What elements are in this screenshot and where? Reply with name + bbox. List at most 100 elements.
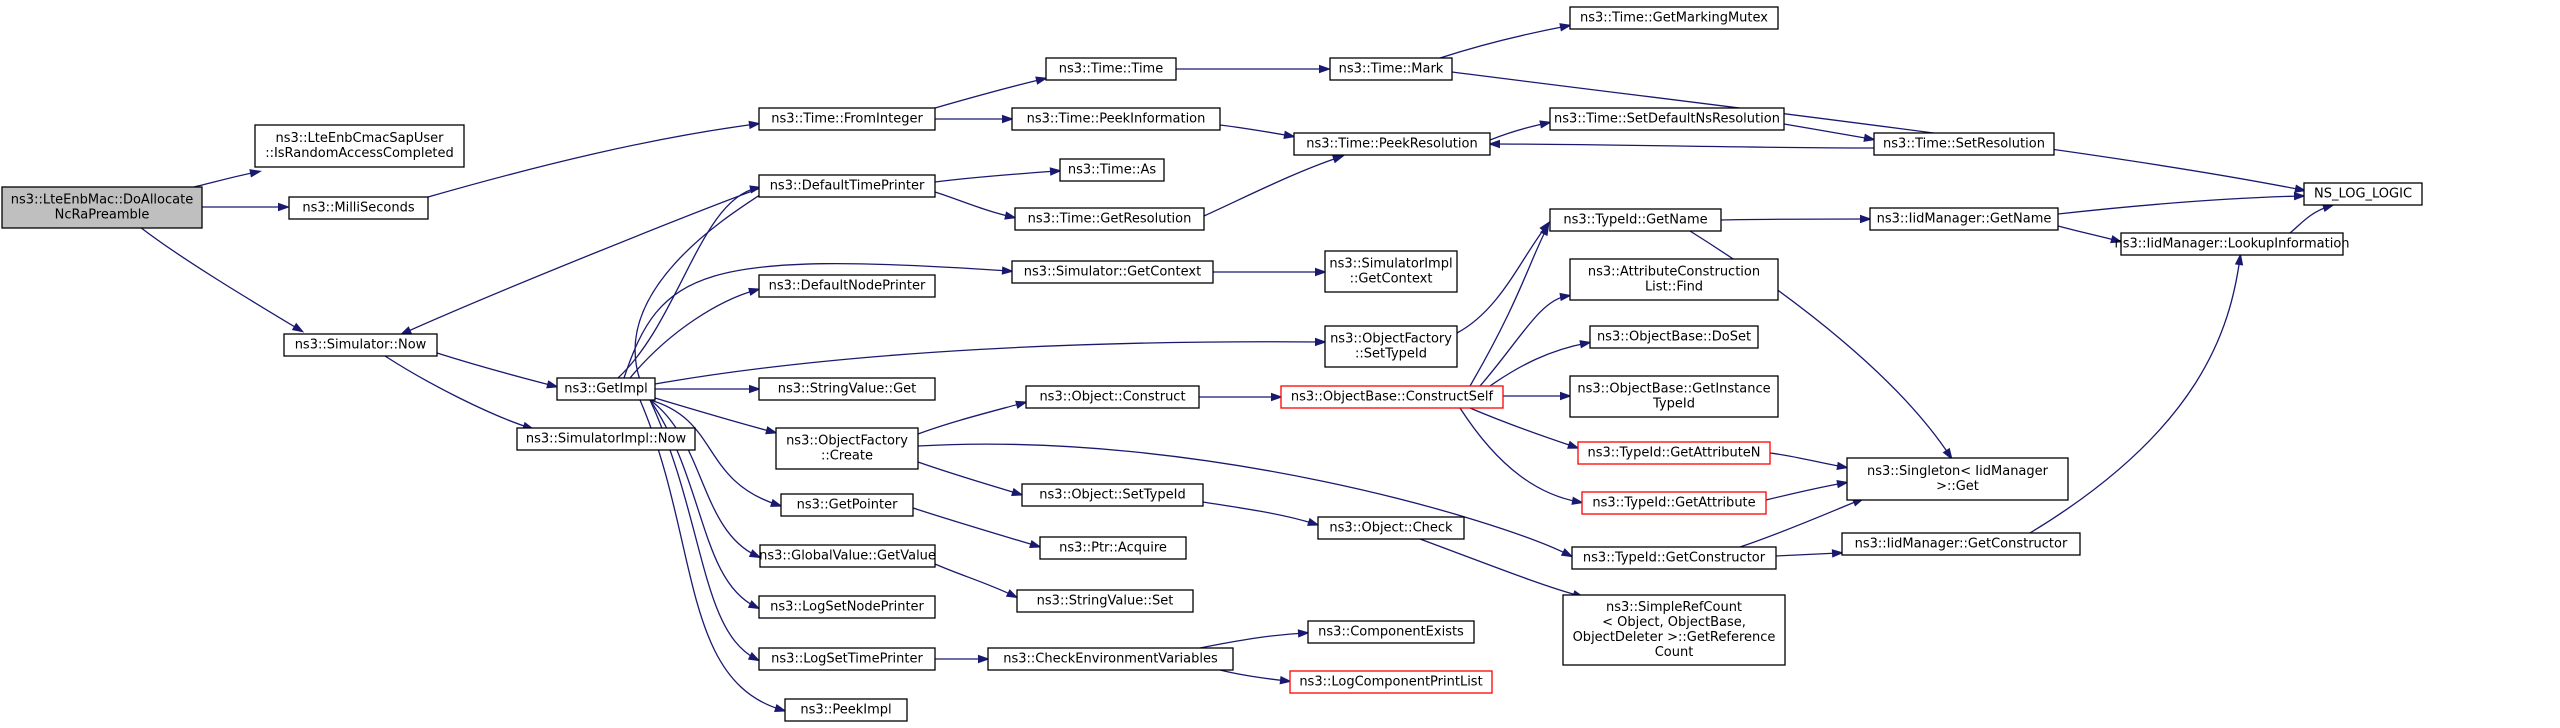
- node-object-construct[interactable]: ns3::Object::Construct: [1025, 385, 1200, 409]
- node-box[interactable]: [1307, 620, 1475, 644]
- node-box[interactable]: [1021, 483, 1204, 507]
- node-get-attribute[interactable]: ns3::TypeId::GetAttribute: [1581, 491, 1767, 515]
- node-object-check[interactable]: ns3::Object::Check: [1317, 516, 1465, 540]
- node-time-from-integer[interactable]: ns3::Time::FromInteger: [758, 107, 936, 131]
- node-box[interactable]: [987, 647, 1234, 671]
- node-string-value-set[interactable]: ns3::StringValue::Set: [1016, 589, 1194, 613]
- node-box[interactable]: [780, 493, 914, 517]
- node-default-node-printer[interactable]: ns3::DefaultNodePrinter: [758, 274, 936, 298]
- node-box[interactable]: [758, 107, 936, 131]
- node-sim-impl-get-context[interactable]: ns3::SimulatorImpl::GetContext: [1324, 250, 1458, 293]
- node-box[interactable]: [1569, 258, 1779, 301]
- node-box[interactable]: [1025, 385, 1200, 409]
- node-time-mark[interactable]: ns3::Time::Mark: [1329, 57, 1453, 81]
- node-get-pointer[interactable]: ns3::GetPointer: [780, 493, 914, 517]
- node-box[interactable]: [2303, 182, 2423, 206]
- node-log-set-time-printer[interactable]: ns3::LogSetTimePrinter: [758, 647, 936, 671]
- node-box[interactable]: [758, 377, 936, 401]
- node-construct-self[interactable]: ns3::ObjectBase::ConstructSelf: [1280, 385, 1504, 409]
- node-box[interactable]: [283, 333, 438, 357]
- node-log-set-node-printer[interactable]: ns3::LogSetNodePrinter: [758, 595, 936, 619]
- node-box[interactable]: [1324, 250, 1458, 293]
- node-component-exists[interactable]: ns3::ComponentExists: [1307, 620, 1475, 644]
- node-get-attribute-n[interactable]: ns3::TypeId::GetAttributeN: [1577, 441, 1771, 465]
- node-set-resolution[interactable]: ns3::Time::SetResolution: [1873, 132, 2055, 156]
- node-box[interactable]: [758, 647, 936, 671]
- node-get-marking-mutex[interactable]: ns3::Time::GetMarkingMutex: [1569, 6, 1779, 30]
- node-box[interactable]: [1549, 208, 1722, 232]
- node-box[interactable]: [1014, 207, 1205, 231]
- node-box[interactable]: [1329, 57, 1453, 81]
- node-is-random-access[interactable]: ns3::LteEnbCmacSapUser::IsRandomAccessCo…: [254, 124, 465, 168]
- node-box[interactable]: [1059, 158, 1165, 182]
- node-peek-information[interactable]: ns3::Time::PeekInformation: [1011, 107, 1221, 131]
- node-object-set-type-id[interactable]: ns3::Object::SetTypeId: [1021, 483, 1204, 507]
- node-box[interactable]: [1, 186, 203, 229]
- node-box[interactable]: [1293, 132, 1491, 156]
- node-type-id-get-name[interactable]: ns3::TypeId::GetName: [1549, 208, 1722, 232]
- node-box[interactable]: [1577, 441, 1771, 465]
- node-simulator-now[interactable]: ns3::Simulator::Now: [283, 333, 438, 357]
- node-default-time-printer[interactable]: ns3::DefaultTimePrinter: [758, 174, 936, 198]
- node-sim-get-context[interactable]: ns3::Simulator::GetContext: [1011, 260, 1214, 284]
- node-box[interactable]: [1317, 516, 1465, 540]
- node-sim-impl-now[interactable]: ns3::SimulatorImpl::Now: [516, 427, 696, 451]
- node-box[interactable]: [1589, 325, 1759, 349]
- node-box[interactable]: [784, 698, 908, 722]
- node-box[interactable]: [775, 427, 919, 470]
- node-box[interactable]: [758, 595, 936, 619]
- node-box[interactable]: [1571, 546, 1777, 570]
- node-box[interactable]: [1569, 6, 1779, 30]
- node-box[interactable]: [1011, 260, 1214, 284]
- node-box[interactable]: [1841, 532, 2081, 556]
- node-box[interactable]: [254, 124, 465, 168]
- node-type-id-get-constructor[interactable]: ns3::TypeId::GetConstructor: [1571, 546, 1777, 570]
- node-singleton-get[interactable]: ns3::Singleton< IidManager >::Get: [1846, 457, 2069, 501]
- node-box[interactable]: [758, 274, 936, 298]
- node-box[interactable]: [1581, 491, 1767, 515]
- node-box[interactable]: [1280, 385, 1504, 409]
- node-lookup-information[interactable]: ns3::IidManager::LookupInformation: [2114, 232, 2350, 256]
- node-time-time[interactable]: ns3::Time::Time: [1045, 57, 1177, 81]
- node-iid-get-name[interactable]: ns3::IidManager::GetName: [1869, 207, 2059, 231]
- node-string-value-get[interactable]: ns3::StringValue::Get: [758, 377, 936, 401]
- node-obj-factory-set-type-id[interactable]: ns3::ObjectFactory::SetTypeId: [1324, 325, 1458, 368]
- node-box[interactable]: [758, 174, 936, 198]
- node-box[interactable]: [556, 377, 656, 401]
- node-get-resolution[interactable]: ns3::Time::GetResolution: [1014, 207, 1205, 231]
- node-iid-get-constructor[interactable]: ns3::IidManager::GetConstructor: [1841, 532, 2081, 556]
- node-box[interactable]: [1869, 207, 2059, 231]
- node-ptr-acquire[interactable]: ns3::Ptr::Acquire: [1039, 536, 1187, 560]
- node-check-env-vars[interactable]: ns3::CheckEnvironmentVariables: [987, 647, 1234, 671]
- node-obj-factory-create[interactable]: ns3::ObjectFactory::Create: [775, 427, 919, 470]
- node-box[interactable]: [1324, 325, 1458, 368]
- node-set-default-ns-res[interactable]: ns3::Time::SetDefaultNsResolution: [1549, 107, 1785, 131]
- node-box[interactable]: [1549, 107, 1785, 131]
- node-simple-ref-count[interactable]: ns3::SimpleRefCount< Object, ObjectBase,…: [1562, 594, 1786, 666]
- node-ns-log-logic[interactable]: NS_LOG_LOGIC: [2303, 182, 2423, 206]
- node-box[interactable]: [1873, 132, 2055, 156]
- node-time-as[interactable]: ns3::Time::As: [1059, 158, 1165, 182]
- node-get-impl[interactable]: ns3::GetImpl: [556, 377, 656, 401]
- node-peek-impl[interactable]: ns3::PeekImpl: [784, 698, 908, 722]
- node-peek-resolution[interactable]: ns3::Time::PeekResolution: [1293, 132, 1491, 156]
- node-box[interactable]: [1039, 536, 1187, 560]
- node-box[interactable]: [1846, 457, 2069, 501]
- node-box[interactable]: [1016, 589, 1194, 613]
- node-global-value-get-value[interactable]: ns3::GlobalValue::GetValue: [759, 544, 936, 568]
- node-box[interactable]: [288, 196, 429, 220]
- node-box[interactable]: [1569, 375, 1779, 418]
- node-box[interactable]: [759, 544, 936, 568]
- node-milli-seconds[interactable]: ns3::MilliSeconds: [288, 196, 429, 220]
- node-box[interactable]: [1045, 57, 1177, 81]
- node-box[interactable]: [1562, 594, 1786, 666]
- node-box[interactable]: [516, 427, 696, 451]
- node-box[interactable]: [1011, 107, 1221, 131]
- node-object-base-do-set[interactable]: ns3::ObjectBase::DoSet: [1589, 325, 1759, 349]
- node-box[interactable]: [1289, 670, 1493, 694]
- node-box[interactable]: [2120, 232, 2344, 256]
- node-log-component-print-list[interactable]: ns3::LogComponentPrintList: [1289, 670, 1493, 694]
